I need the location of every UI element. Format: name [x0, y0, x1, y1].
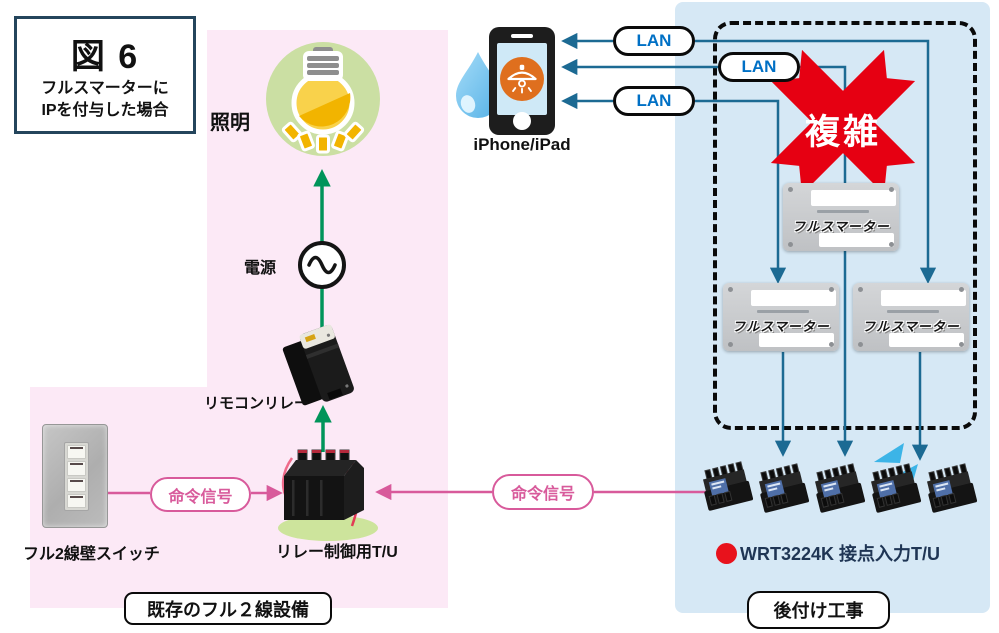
lan-capsule-bottom: LAN — [613, 86, 695, 116]
contact-input-tu-device — [810, 462, 866, 514]
screw-icon — [959, 287, 964, 292]
device-band — [819, 233, 894, 247]
screw-icon — [728, 342, 733, 347]
wall-switch-button — [67, 477, 86, 492]
wrt-caption-text: WRT3224K 接点入力T/U — [740, 544, 941, 564]
contact-input-tu-device — [922, 462, 978, 514]
retrofit-section-label: 後付け工事 — [773, 601, 864, 621]
lan-label: LAN — [636, 91, 672, 110]
full-smarter-logo: フルスマーター — [862, 319, 960, 334]
complex-label: 複雑 — [804, 113, 881, 152]
full-smarter-device-top: フルスマーター — [783, 183, 899, 251]
screw-icon — [889, 187, 894, 192]
command-signal-label: 命令信号 — [510, 486, 575, 503]
lan-label: LAN — [741, 57, 777, 76]
screw-icon — [858, 287, 863, 292]
contact-input-tu-device — [698, 460, 754, 512]
smartphone-icon — [489, 27, 555, 135]
full-smarter-device-right: フルスマーター — [853, 283, 969, 351]
full-smarter-device-left: フルスマーター — [723, 283, 839, 351]
figure-title-box: 図 6 フルスマーターに IPを付与した場合 — [14, 16, 196, 134]
screw-icon — [829, 287, 834, 292]
lighting-app-icon — [500, 57, 544, 101]
device-band — [881, 290, 966, 306]
device-print — [817, 210, 869, 213]
wrt-caption: WRT3224K 接点入力T/U — [716, 540, 940, 566]
lan-capsule-middle: LAN — [718, 52, 800, 82]
retrofit-section-label-box: 後付け工事 — [747, 591, 890, 629]
screw-icon — [858, 342, 863, 347]
device-band — [811, 190, 896, 206]
full-smarter-logo: フルスマーター — [792, 219, 890, 234]
relay-tu-label: リレー制御用T/U — [276, 544, 398, 561]
red-dot-icon — [716, 542, 737, 564]
full-smarter-logo: フルスマーター — [732, 319, 830, 334]
lan-label: LAN — [636, 31, 672, 50]
wall-switch-buttons — [64, 442, 89, 511]
device-band — [889, 333, 964, 347]
command-signal-label: 命令信号 — [168, 488, 233, 506]
screw-icon — [788, 187, 793, 192]
wall-switch-label: フル2線壁スイッチ — [23, 546, 160, 563]
phone-label: iPhone/iPad — [473, 135, 571, 154]
wall-switch-button — [67, 493, 86, 508]
ac-power-icon — [298, 241, 346, 289]
figure-number: 図 6 — [70, 37, 140, 76]
existing-section-label-box: 既存のフル２線設備 — [124, 592, 332, 625]
device-print — [887, 310, 939, 313]
contact-input-tu-device — [754, 462, 810, 514]
remote-relay-label: リモコンリレー — [204, 395, 310, 412]
device-band — [751, 290, 836, 306]
command-signal-lines — [108, 483, 712, 502]
screw-icon — [829, 342, 834, 347]
screw-icon — [788, 242, 793, 247]
lighting-label: 照明 — [210, 112, 250, 134]
lighting-icon — [266, 42, 380, 156]
screw-icon — [728, 287, 733, 292]
command-signal-capsule-right: 命令信号 — [492, 474, 594, 510]
existing-section-label: 既存のフル２線設備 — [147, 599, 309, 620]
wall-switch-button — [67, 461, 86, 476]
lan-capsule-top: LAN — [613, 26, 695, 56]
screw-icon — [959, 342, 964, 347]
complex-cross-icon — [770, 49, 916, 195]
relay-control-tu-device — [278, 449, 378, 541]
figure-subtitle-line1: フルスマーターに — [41, 79, 169, 97]
phone-speaker — [511, 34, 533, 38]
command-signal-capsule-left: 命令信号 — [150, 477, 251, 512]
figure-subtitle-line2: IPを付与した場合 — [41, 101, 169, 119]
remote-relay-device — [282, 324, 354, 406]
power-chain-lines — [313, 169, 332, 452]
bulb-rays — [281, 121, 365, 154]
screw-icon — [889, 242, 894, 247]
device-band — [759, 333, 834, 347]
wall-switch-button — [67, 445, 86, 460]
phone-home-button — [513, 112, 531, 130]
contact-input-tu-devices — [698, 460, 978, 514]
power-label: 電源 — [244, 260, 277, 277]
pendant-lamp-icon — [507, 64, 537, 94]
device-print — [757, 310, 809, 313]
wall-switch-device — [42, 424, 108, 528]
